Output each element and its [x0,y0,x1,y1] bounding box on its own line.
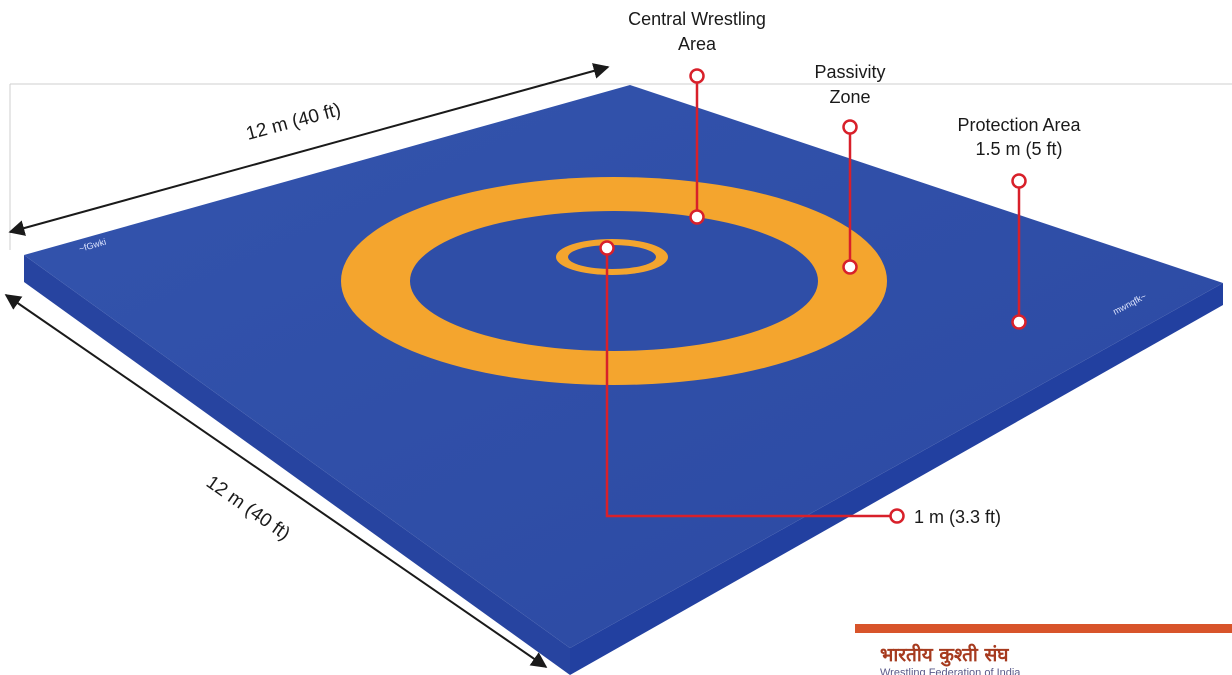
callout-marker-bottom [842,259,858,275]
callout-marker-top [1011,173,1027,189]
protection-area-label-line2: 1.5 m (5 ft) [975,139,1062,159]
federation-name-english: Wrestling Federation of India [880,667,1021,675]
callout-marker-bottom [689,209,705,225]
callout-central-wrestling-area: Central Wrestling Area [628,9,766,225]
federation-name-hindi: भारतीय कुश्ती संघ [880,643,1009,667]
callout-marker-top [689,68,705,84]
central-wrestling-area-label-line1: Central Wrestling [628,9,766,29]
central-wrestling-area-label-line2: Area [678,34,717,54]
federation-watermark: भारतीय कुश्ती संघ Wrestling Federation o… [855,624,1232,675]
left-edge-dimension-arrow [4,294,548,668]
top-edge-dimension-label: 12 m (40 ft) [244,99,343,144]
central-wrestling-area [410,211,818,351]
federation-banner-stripe [855,624,1232,633]
passivity-zone-label-line1: Passivity [814,62,885,82]
protection-area-label-line1: Protection Area [957,115,1081,135]
callout-marker-top [842,119,858,135]
passivity-zone-label-line2: Zone [829,87,870,107]
top-edge-dimension-arrow [8,63,610,236]
center-circle-inner [568,245,656,269]
callout-marker-end [889,508,905,524]
callout-marker-center [599,240,615,256]
mat-side-right [570,283,1223,675]
callout-passivity-zone: Passivity Zone [814,62,886,275]
center-circle-label: 1 m (3.3 ft) [914,507,1001,527]
callout-marker-bottom [1011,314,1027,330]
callout-protection-area: Protection Area 1.5 m (5 ft) [957,115,1082,330]
callout-center-circle: 1 m (3.3 ft) [599,240,1001,527]
